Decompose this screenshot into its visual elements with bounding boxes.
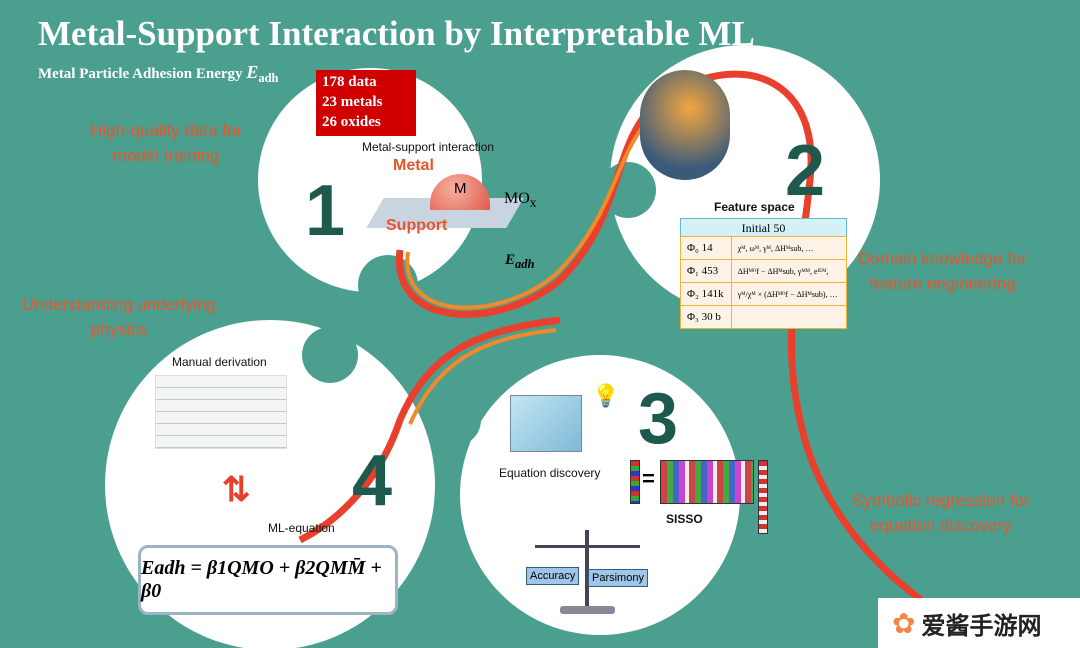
scale-base	[560, 606, 615, 614]
watermark: ✿ 爱酱手游网	[878, 598, 1080, 648]
ai-head-icon	[640, 70, 730, 180]
puzzle-piece-1	[258, 68, 482, 292]
label-metal-support: Metal-support interaction	[362, 140, 495, 154]
flower-logo-icon: ✿	[892, 607, 916, 639]
crystal-cube-icon	[510, 395, 582, 452]
step-number-3: 3	[638, 379, 679, 459]
watermark-text: 爱酱手游网	[921, 612, 1042, 640]
step-number-2: 2	[785, 131, 826, 211]
feature-matrix	[660, 460, 754, 504]
bidirectional-arrow-icon: ⇅	[222, 471, 251, 509]
step-number-1: 1	[305, 171, 346, 251]
label-sisso: SISSO	[666, 512, 703, 526]
label-equation-discovery: Equation discovery	[499, 466, 601, 480]
ml-equation-box: Eadh = β1QMO + β2QMM̄ + β0	[138, 545, 398, 615]
particle-label: M	[454, 180, 467, 197]
page-title: Metal-Support Interaction by Interpretab…	[38, 14, 755, 53]
label-metal: Metal	[393, 157, 434, 174]
label-ml-equation: ML-equation	[268, 521, 335, 535]
scale-icon	[585, 530, 589, 610]
step-number-4: 4	[352, 441, 393, 521]
subtitle: Metal Particle Adhesion Energy Eadh	[38, 62, 279, 85]
coefficient-vector	[758, 460, 768, 534]
equals-sign: =	[642, 466, 655, 491]
descriptor-vector	[630, 460, 640, 504]
label-manual-derivation: Manual derivation	[172, 355, 267, 369]
ribbon	[395, 70, 992, 644]
label-feature-space: Feature space	[714, 200, 795, 214]
table-row: Φ₃ 30 b	[680, 305, 848, 329]
oxide-label: MOx	[504, 190, 537, 211]
accuracy-label: Accuracy	[526, 567, 580, 585]
parsimony-label: Parsimony	[588, 569, 648, 587]
energy-label: Eadh	[505, 252, 535, 271]
handwritten-notes-image	[155, 375, 287, 449]
lightbulb-icon: 💡	[592, 383, 620, 408]
label-support: Support	[386, 217, 448, 234]
scale-beam	[535, 545, 640, 548]
